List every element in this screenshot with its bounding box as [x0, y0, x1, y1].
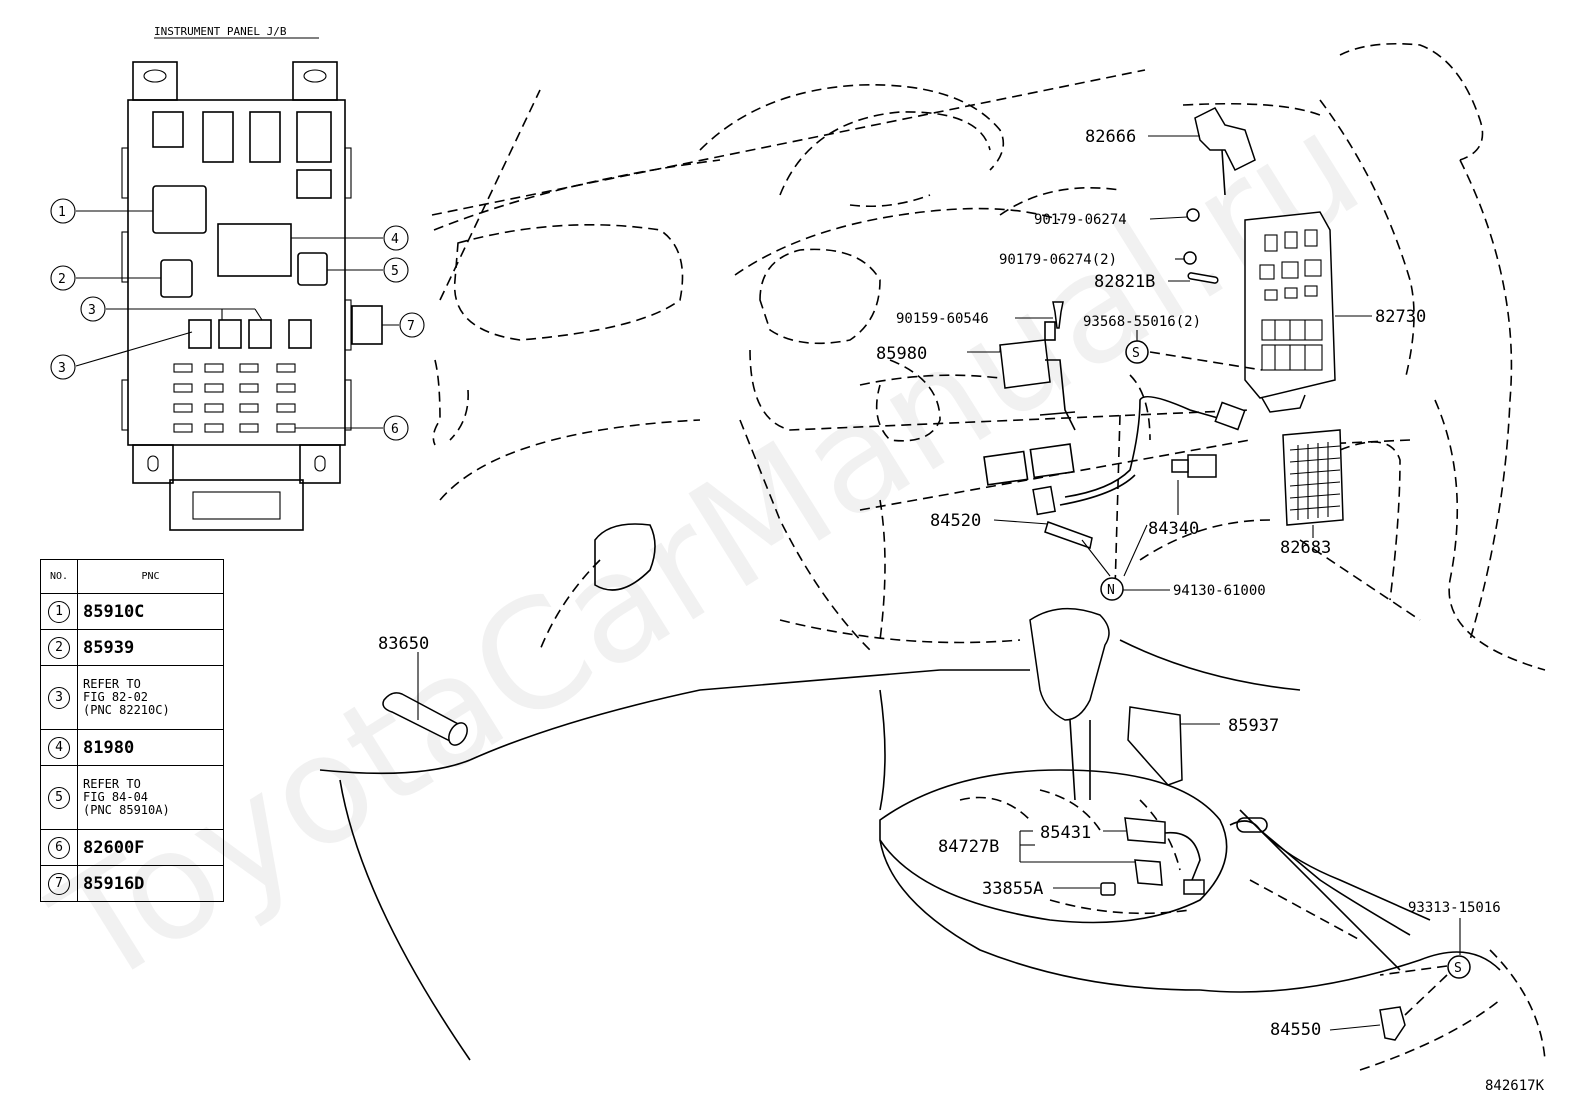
- part-labels: 82666 90179-06274 90179-06274(2) 82821B …: [378, 127, 1545, 1094]
- part-84520-wire-harness: [1032, 395, 1246, 549]
- row-number: 2: [48, 637, 70, 659]
- table-row: 4 81980: [40, 729, 224, 766]
- s-symbol-93568: S: [1132, 346, 1140, 361]
- jb-callout-numbers: 1 2 3 3 4 5 6 7: [58, 205, 415, 437]
- label-94130: 94130-61000: [1173, 583, 1266, 599]
- pnc-reference: REFER TO FIG 84-04 (PNC 85910A): [77, 765, 224, 830]
- label-82666: 82666: [1085, 127, 1136, 147]
- n-symbol-94130: N: [1107, 583, 1115, 598]
- pnc-table: NO. PNC 1 85910C 2 85939 3 REFER TO FIG …: [40, 559, 224, 902]
- part-84550-switch: [1379, 1006, 1406, 1041]
- label-84550: 84550: [1270, 1020, 1321, 1040]
- ref-line: (PNC 82210C): [83, 703, 170, 717]
- callout-1: 1: [58, 205, 66, 220]
- label-33855a: 33855A: [982, 879, 1043, 899]
- table-row: 3 REFER TO FIG 82-02 (PNC 82210C): [40, 665, 224, 730]
- label-82730: 82730: [1375, 307, 1426, 327]
- table-header: NO. PNC: [40, 559, 224, 594]
- label-85980: 85980: [876, 344, 927, 364]
- row-number: 5: [48, 787, 70, 809]
- row-number: 1: [48, 601, 70, 623]
- table-row: 2 85939: [40, 629, 224, 666]
- junction-block-drawing: INSTRUMENT PANEL J/B: [50, 25, 425, 531]
- s-symbol-93313: S: [1454, 961, 1462, 976]
- pnc-reference: REFER TO FIG 82-02 (PNC 82210C): [77, 665, 224, 730]
- label-85431: 85431: [1040, 823, 1091, 843]
- ref-line: REFER TO: [83, 777, 141, 791]
- jb-title: INSTRUMENT PANEL J/B: [154, 25, 287, 38]
- table-row: 6 82600F: [40, 829, 224, 866]
- label-84520: 84520: [930, 511, 981, 531]
- table-row: 7 85916D: [40, 865, 224, 902]
- pnc-value: 85916D: [77, 865, 224, 902]
- part-fasteners: [1052, 208, 1219, 329]
- label-90179-a: 90179-06274: [1034, 212, 1127, 228]
- part-shift-lever: [1029, 607, 1110, 801]
- part-82666-bracket: [1194, 107, 1256, 196]
- label-83650: 83650: [378, 634, 429, 654]
- part-83650-lighter: [382, 692, 468, 746]
- part-85937-bracket: [1127, 706, 1183, 786]
- part-84340-switch: [1171, 454, 1217, 478]
- part-82730-junction-block: [1244, 211, 1336, 413]
- label-93313: 93313-15016: [1408, 900, 1501, 916]
- callout-3a: 3: [88, 303, 96, 318]
- part-85431-switch: [1124, 817, 1205, 895]
- table-row: 5 REFER TO FIG 84-04 (PNC 85910A): [40, 765, 224, 830]
- symbol-markers: S N S: [1100, 340, 1471, 979]
- part-82683-cover: [1282, 429, 1344, 526]
- part-dash-panels: [983, 443, 1075, 486]
- header-pnc: PNC: [77, 559, 224, 594]
- pnc-value: 85939: [77, 629, 224, 666]
- callout-7: 7: [407, 319, 415, 334]
- part-85980-relay: [999, 321, 1076, 431]
- ref-line: FIG 84-04: [83, 790, 149, 804]
- callout-4: 4: [391, 232, 399, 247]
- label-90179-b: 90179-06274(2): [999, 252, 1117, 268]
- ref-line: FIG 82-02: [83, 690, 149, 704]
- row-number: 7: [48, 873, 70, 895]
- row-number: 3: [48, 687, 70, 709]
- pnc-value: 81980: [77, 729, 224, 766]
- figure-id: 842617K: [1485, 1078, 1545, 1094]
- leader-lines: [417, 135, 1461, 1031]
- callout-3b: 3: [58, 361, 66, 376]
- label-82821b: 82821B: [1094, 272, 1155, 292]
- label-84340: 84340: [1148, 519, 1199, 539]
- callout-6: 6: [391, 422, 399, 437]
- pnc-value: 85910C: [77, 593, 224, 630]
- header-no: NO.: [40, 559, 78, 594]
- ref-line: REFER TO: [83, 677, 141, 691]
- dashboard-outline: [319, 43, 1546, 1071]
- callout-2: 2: [58, 272, 66, 287]
- ref-line: (PNC 85910A): [83, 803, 170, 817]
- label-82683: 82683: [1280, 538, 1331, 558]
- row-number: 4: [48, 737, 70, 759]
- table-row: 1 85910C: [40, 593, 224, 630]
- callout-5: 5: [391, 264, 399, 279]
- pnc-value: 82600F: [77, 829, 224, 866]
- label-85937: 85937: [1228, 716, 1279, 736]
- row-number: 6: [48, 837, 70, 859]
- label-93568: 93568-55016(2): [1083, 314, 1201, 330]
- label-90159: 90159-60546: [896, 311, 989, 327]
- part-33855a-clip: [1100, 882, 1116, 896]
- label-84727b: 84727B: [938, 837, 999, 857]
